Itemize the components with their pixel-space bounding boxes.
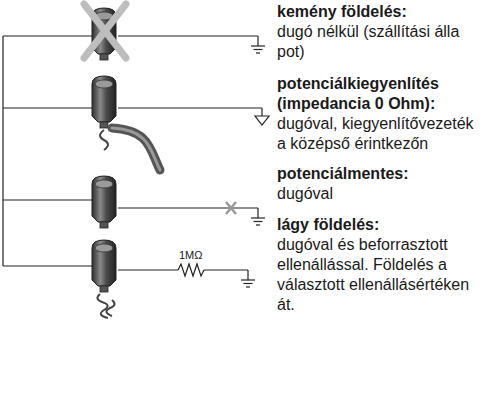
- resistor-value: 1MΩ: [178, 249, 204, 261]
- bus-line: [2, 36, 3, 266]
- heading-text: potenciálmentes:: [277, 164, 480, 184]
- heading-text: lágy földelés:: [277, 215, 480, 235]
- resistor-symbol: [178, 264, 204, 276]
- row-potential-free: [3, 176, 265, 228]
- row-soft-ground: [3, 240, 255, 318]
- body-text: dugóval és beforrasztott ellenállással. …: [277, 235, 480, 315]
- body-text: dugóval, kiegyenlítővezeték a középső ér…: [277, 114, 480, 154]
- row-hard-ground: [3, 4, 265, 60]
- body-text: dugó nélkül (szállítási álla pot): [277, 22, 480, 62]
- row-equalisation: [3, 76, 269, 170]
- body-text: dugóval: [277, 184, 480, 204]
- heading-text: kemény földelés:: [277, 2, 480, 22]
- heading-text: potenciálkiegyenlítés (impedancia 0 Ohm)…: [277, 74, 480, 114]
